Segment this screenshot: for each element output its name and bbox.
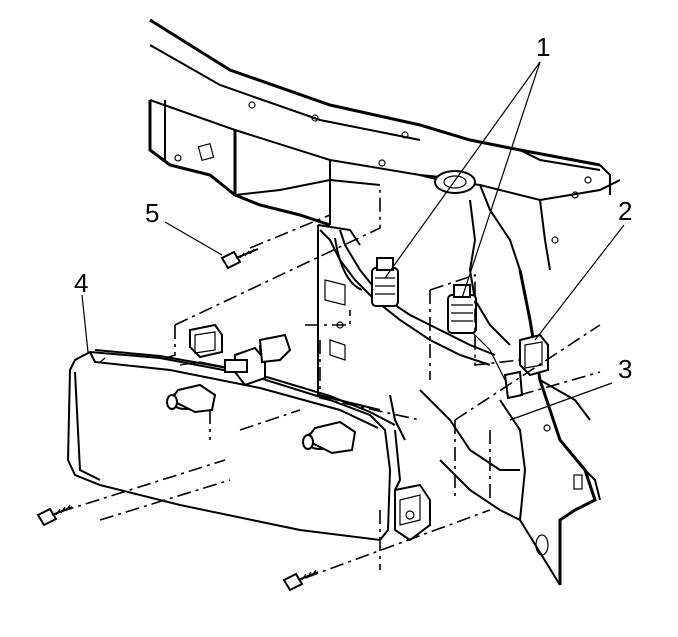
callout-2: 2 (618, 196, 632, 226)
bulb-socket-left (166, 383, 217, 414)
bolt-lower-right (282, 569, 319, 592)
bulb-socket-right (302, 420, 357, 455)
connector-right (447, 284, 477, 334)
callout-1: 1 (536, 32, 550, 62)
radiator-support (148, 18, 621, 271)
callout-3: 3 (618, 354, 632, 384)
connector-left (371, 257, 399, 307)
bolt-lower-left (36, 504, 73, 527)
callout-4: 4 (74, 268, 88, 298)
mounting-bracket (317, 224, 406, 441)
leader-lines (81, 61, 625, 421)
adjuster (224, 333, 292, 387)
wiring-harness (319, 199, 511, 366)
alignment-lines (59, 190, 601, 579)
callout-5: 5 (145, 198, 159, 228)
bolt-upper (220, 248, 259, 270)
headlamp-assembly (66, 323, 431, 542)
